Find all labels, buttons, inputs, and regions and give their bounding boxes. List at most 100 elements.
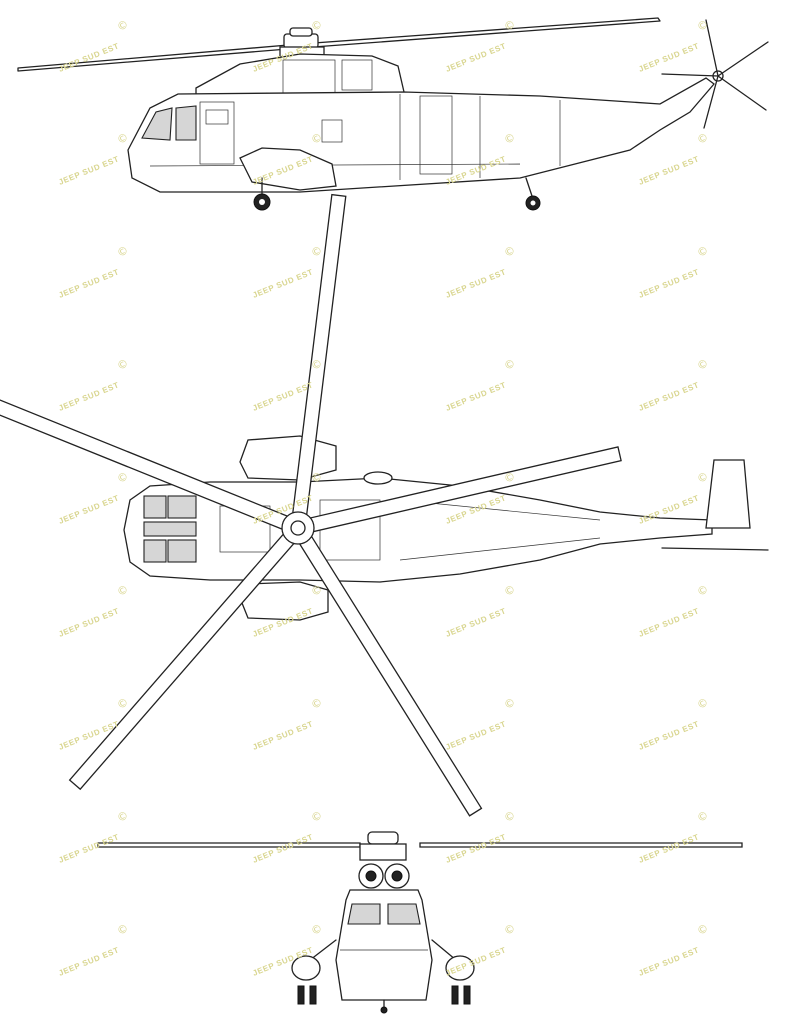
watermark-copyright-icon: © <box>309 809 324 825</box>
windshield-front <box>347 903 421 925</box>
watermark-text: JEEP SUD EST <box>637 380 700 412</box>
watermark: JEEP SUD EST © <box>637 809 710 865</box>
tail-fin-top <box>705 459 751 529</box>
watermark: JEEP SUD EST© <box>57 922 130 978</box>
watermark-copyright-icon: © <box>115 18 130 34</box>
watermark-copyright-icon: © <box>115 357 130 373</box>
watermark-copyright-icon: © <box>502 357 517 373</box>
watermark-text: JEEP SUD EST <box>57 41 120 73</box>
watermark-copyright-icon: © <box>115 809 130 825</box>
watermark: JEEP SUD EST © <box>57 244 130 300</box>
tail-rotor-side <box>661 19 769 129</box>
watermark: JEEP SUD EST © <box>57 357 130 413</box>
watermark-copyright-icon: © <box>115 244 130 260</box>
watermark-copyright-icon: © <box>695 357 710 373</box>
watermark-copyright-icon: © <box>309 696 324 712</box>
watermark-text: JEEP SUD EST <box>57 606 120 638</box>
engine-intakes-front <box>358 863 410 889</box>
watermark-text: JEEP SUD EST <box>637 606 700 638</box>
watermark-copyright-icon: © <box>115 131 130 147</box>
watermark: JEEP SUD EST© <box>637 18 710 74</box>
watermark-text: JEEP SUD EST <box>57 154 120 186</box>
watermark-text: JEEP SUD EST <box>57 493 120 525</box>
fuselage-front <box>335 889 433 1001</box>
watermark-copyright-icon: © <box>309 18 324 34</box>
watermark-text: JEEP SUD EST <box>57 832 120 864</box>
watermark-text: JEEP SUD EST <box>444 41 507 73</box>
watermark: JEEP SUD EST © <box>444 696 517 752</box>
watermark-text: JEEP SUD EST <box>251 832 314 864</box>
watermark: JEEP SUD EST © <box>251 244 324 300</box>
main-rotor-blades-top <box>0 193 622 817</box>
watermark: JEEP SUD EST © <box>444 583 517 639</box>
watermark-text: JEEP SUD EST <box>57 945 120 977</box>
watermark: JEEP SUD EST © <box>637 922 710 978</box>
watermark-copyright-icon: © <box>502 131 517 147</box>
watermark-text: JEEP SUD EST <box>251 380 314 412</box>
front-view <box>97 831 743 1014</box>
rotor-hub-side <box>279 27 325 58</box>
watermark-copyright-icon: © <box>309 583 324 599</box>
watermark: JEEP SUD EST © <box>57 470 130 526</box>
watermark-copyright-icon: © <box>502 696 517 712</box>
watermark-text: JEEP SUD EST <box>637 719 700 751</box>
tail-stabilizer-top <box>661 547 769 551</box>
sponson-side <box>239 147 337 191</box>
watermark: JEEP SUD EST © <box>444 18 517 74</box>
watermark-copyright-icon: © <box>695 244 710 260</box>
watermark-text: JEEP SUD EST <box>57 267 120 299</box>
watermark: JEEP SUD EST © <box>637 583 710 639</box>
watermark-text: JEEP SUD EST <box>444 267 507 299</box>
watermark-copyright-icon: © <box>695 696 710 712</box>
watermark: JEEP SUD EST© <box>444 922 517 978</box>
watermark-copyright-icon: © <box>502 583 517 599</box>
watermark-text: JEEP SUD EST <box>637 154 700 186</box>
watermark-text: JEEP SUD EST <box>57 380 120 412</box>
watermark-copyright-icon: © <box>502 18 517 34</box>
watermark: JEEP SUD EST © <box>637 244 710 300</box>
watermark-text: JEEP SUD EST <box>444 832 507 864</box>
watermark: JEEP SUD EST© <box>637 470 710 526</box>
watermark: JEEP SUD EST © <box>637 357 710 413</box>
watermark: JEEP SUD EST © <box>57 131 130 187</box>
watermark-text: JEEP SUD EST <box>444 719 507 751</box>
watermark-copyright-icon: © <box>309 357 324 373</box>
watermark: JEEP SUD EST © <box>251 696 324 752</box>
watermark: JEEP SUD EST © <box>57 583 130 639</box>
watermark-copyright-icon: © <box>309 470 324 486</box>
watermark-copyright-icon: © <box>502 470 517 486</box>
watermark-text: JEEP SUD EST <box>637 945 700 977</box>
main-gear-side <box>253 177 271 211</box>
main-rotor-blade-front <box>97 842 361 848</box>
watermark-text: JEEP SUD EST <box>251 719 314 751</box>
cockpit-glazing-top <box>143 495 197 563</box>
watermark-copyright-icon: © <box>502 922 517 938</box>
watermark-copyright-icon: © <box>695 131 710 147</box>
sponson-top-upper <box>239 435 337 481</box>
watermark-text: JEEP SUD EST <box>637 267 700 299</box>
watermark: JEEP SUD EST© <box>444 244 517 300</box>
watermark-copyright-icon: © <box>309 244 324 260</box>
cabin-door-side <box>199 101 235 165</box>
watermark-copyright-icon: © <box>115 583 130 599</box>
watermark-copyright-icon: © <box>695 18 710 34</box>
watermark-copyright-icon: © <box>695 809 710 825</box>
watermark-copyright-icon: © <box>115 696 130 712</box>
watermark-text: JEEP SUD EST <box>637 832 700 864</box>
watermark-text: JEEP SUD EST <box>251 267 314 299</box>
watermark-copyright-icon: © <box>695 583 710 599</box>
watermark-copyright-icon: © <box>309 922 324 938</box>
watermark-copyright-icon: © <box>695 922 710 938</box>
rotor-hub-front <box>359 831 407 861</box>
watermark: JEEP SUD EST © <box>637 696 710 752</box>
top-view <box>0 193 769 817</box>
tail-gear-side <box>525 177 541 211</box>
watermark-text: JEEP SUD EST <box>444 606 507 638</box>
watermark: JEEP SUD EST © <box>251 809 324 865</box>
cockpit-window-side <box>141 107 173 141</box>
side-view <box>17 17 769 211</box>
nose-gear-front <box>380 999 388 1014</box>
watermark-copyright-icon: © <box>115 470 130 486</box>
watermark-copyright-icon: © <box>695 470 710 486</box>
